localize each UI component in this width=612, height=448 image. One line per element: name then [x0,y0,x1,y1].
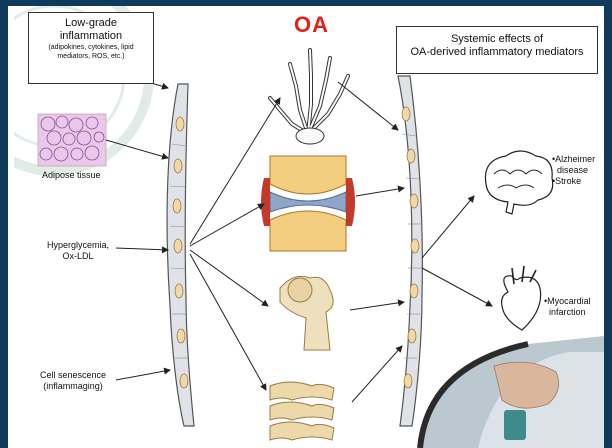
knee-exam-photo [420,336,604,448]
box-detail-line1: (adipokines, cytokines, lipid [29,43,153,52]
adipose-tissue-image [38,114,106,166]
systemic-effects-box: Systemic effects of OA-derived inflammat… [396,26,598,74]
box-detail-line2: mediators, ROS, etc.) [29,52,153,61]
left-blood-vessel [167,84,194,426]
right-blood-vessel [398,76,422,426]
brain-image [485,151,552,214]
organ-arrows [422,196,492,306]
diagram-title: OA [294,12,329,38]
adipose-tissue-label: Adipose tissue [42,170,101,181]
knee-joint-image [261,156,355,251]
stroke-line: •Stroke [552,176,595,187]
systemic-arrows [338,82,404,402]
heart-image [502,266,541,330]
heart-effects-label: •Myocardial infarction [544,296,591,318]
hip-joint-image [272,268,346,356]
input-arrows [106,82,170,380]
hyperglycemia-line1: Hyperglycemia, [38,240,118,251]
spine-image [270,382,334,440]
diagram-canvas: OA Low-grade inflammation (adipokines, c… [8,6,604,448]
brain-effects-label: •Alzheimer disease •Stroke [552,154,595,187]
myocardial-line2: infarction [544,307,591,318]
joint-arrows [190,98,280,390]
box-title-line2: inflammation [29,30,153,43]
senescence-line2: (inflammaging) [30,381,116,392]
systemic-effects-line1: Systemic effects of [397,33,597,46]
alzheimer-line1: •Alzheimer [552,154,595,165]
low-grade-inflammation-box: Low-grade inflammation (adipokines, cyto… [28,12,154,84]
hyperglycemia-line2: Ox-LDL [38,251,118,262]
alzheimer-line2: disease [552,165,595,176]
myocardial-line1: •Myocardial [544,296,591,307]
box-title-line1: Low-grade [29,17,153,30]
cell-senescence-label: Cell senescence (inflammaging) [30,370,116,392]
hand-skeleton-image [270,50,348,144]
senescence-line1: Cell senescence [30,370,116,381]
systemic-effects-line2: OA-derived inflammatory mediators [397,46,597,59]
hyperglycemia-label: Hyperglycemia, Ox-LDL [38,240,118,262]
